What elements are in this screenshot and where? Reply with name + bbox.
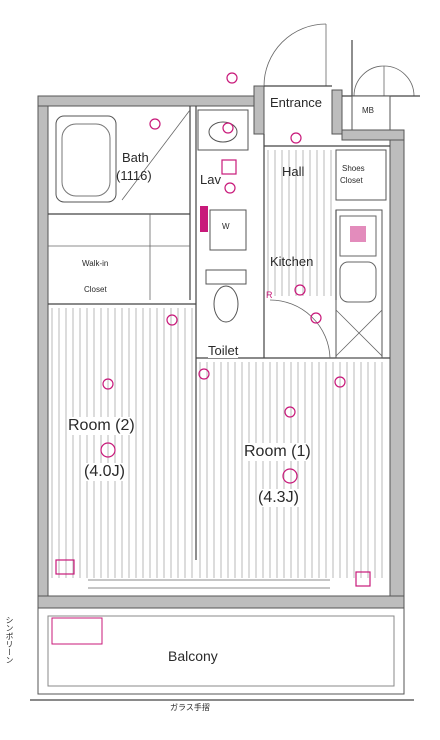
washer-space: [209, 209, 247, 251]
walk-in-label-2: Closet: [84, 285, 107, 294]
balcony-area: [30, 607, 414, 701]
shoes-closet-label-2: Closet: [340, 176, 363, 185]
room1-floor: [199, 150, 383, 578]
bath-label: Bath: [122, 150, 149, 165]
balcony-label: Balcony: [168, 648, 218, 664]
room2-label: Room (2): [68, 417, 135, 435]
r-label: R: [266, 290, 273, 300]
walk-in-label-1: Walk-in: [82, 259, 109, 268]
bath-size-label: (1116): [116, 168, 152, 183]
mb-label: MB: [362, 106, 374, 115]
equipment-markers: [55, 72, 371, 587]
room1-label: Room (1): [244, 443, 311, 461]
room2-size-label: (4.0J): [84, 463, 125, 481]
glass-handrail-note: ガラス手摺: [170, 703, 210, 712]
shoes-closet: [335, 149, 387, 201]
w-label: W: [222, 222, 230, 231]
mb-box: [351, 95, 391, 131]
entrance-label: Entrance: [270, 95, 323, 110]
hall-label: Hall: [282, 164, 305, 179]
bathtub: [55, 115, 117, 203]
side-note: シンボリーン: [5, 616, 14, 664]
kitchen-label: Kitchen: [270, 254, 314, 269]
room1-size-label: (4.3J): [258, 489, 299, 507]
lav-sink: [197, 109, 249, 151]
lav-label: Lav: [200, 172, 221, 187]
room2-floor: [51, 308, 193, 578]
kitchen-counter: [335, 209, 383, 359]
toilet-fixture: [205, 269, 247, 323]
window-sashes: [88, 579, 330, 589]
partitions: [48, 106, 390, 560]
toilet-label: Toilet: [208, 343, 239, 358]
shoes-closet-label-1: Shoes: [342, 164, 365, 173]
